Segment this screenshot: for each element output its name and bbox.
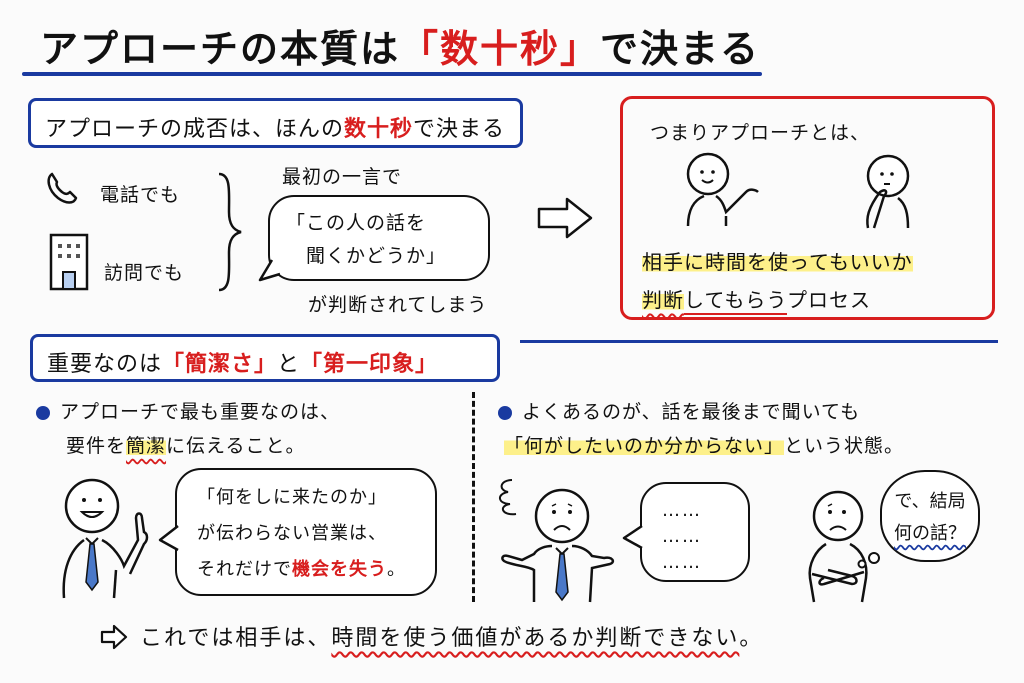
bubble-tail [622,524,643,550]
first-words-label: 最初の一言で [282,166,403,188]
bubble-tail [258,259,281,282]
unclear-intent-text: 「何がしたいのか分からない」 [504,435,785,457]
section1-heading: アプローチの成否は、ほんの数十秒で決まる [28,98,523,148]
conclusion-line2: 判断してもらうプロセス [642,284,871,313]
bubble-line: 「この人の話を [286,212,427,234]
section2-heading: 重要なのは「簡潔さ」と「第一印象」 [30,334,500,382]
highlighted-text: 相手に時間を使ってもいいか [642,250,913,274]
channel-phone-label: 電話でも [100,184,181,206]
point-text: よくあるのが、話を最後まで聞いても [522,401,861,423]
listener-arms-crossed-icon [808,490,868,603]
thought-bubble: で、結局 何の話？ [880,470,980,562]
bubble-line: が伝わらない営業は、 [197,523,387,544]
right-point-line1: よくあるのが、話を最後まで聞いても [498,397,860,424]
speech-bubble-listen: 「この人の話を 聞くかどうか」 [268,195,490,281]
bullet-dot-icon [498,405,512,420]
conclusion-intro: つまりアプローチとは、 [650,122,871,144]
thought-bubble-dots [857,552,880,569]
judged-label: が判断されてしまう [308,294,488,316]
heading-text: アプローチの成否は、ほんの [45,117,345,142]
point-text: という状態。 [784,435,905,457]
left-point-line2: 要件を簡潔に伝えること。 [66,431,305,458]
conclusion-box [620,96,995,320]
bubble-line: 「何をしに来たのか」 [197,487,387,508]
bullet-dot-icon [36,405,50,420]
column-divider [472,392,475,602]
point-text: 要件を [66,435,127,457]
title-text-end: で決まる [600,27,761,71]
have-them-text: してもらう [684,288,787,312]
point-text: に伝えること。 [166,435,306,457]
lose-opportunity-text: 機会を失う [292,559,387,580]
heading-text-and: と [277,352,301,377]
brevity-text: 簡潔 [126,435,167,457]
point-text: アプローチで最も重要なのは、 [60,401,341,423]
bottom-underlined-text: 時間を使う価値があるか判断できない [331,626,740,651]
process-text: プロセス [787,288,871,312]
right-arrow-small-icon [100,624,128,650]
ellipsis-line: …… [662,500,702,521]
channel-visit-label: 訪問でも [104,262,185,284]
heading-text: 重要なのは [47,352,163,377]
speech-bubble-ellipsis: …… …… …… [640,482,750,582]
ellipsis-line: …… [662,552,702,573]
bubble-line: 聞くかどうか」 [306,245,447,267]
confused-salesperson-icon [499,479,615,603]
heading-highlight-brevity: 「簡潔さ」 [162,352,278,377]
thought-question: 何の話？ [894,523,966,544]
bubble-line-end: 。 [387,559,406,580]
right-arrow-icon [537,197,593,239]
conclusion-line1: 相手に時間を使ってもいいか [642,246,913,275]
right-brace-icon [218,172,242,292]
ellipsis-line: …… [662,526,702,547]
person-presenting-icon [686,152,759,227]
speech-bubble-purpose: 「何をしに来たのか」 が伝わらない営業は、 それだけで機会を失う。 [175,468,437,596]
person-thinking-icon [866,154,910,229]
building-icon [49,233,89,291]
bottom-text: これでは相手は、 [140,626,332,651]
bottom-text-end: 。 [739,626,764,651]
left-point-line1: アプローチで最も重要なのは、 [36,397,340,424]
heading-highlight-first-impression: 「第一印象」 [300,352,439,377]
bubble-tail [158,525,179,552]
judge-text: 判断 [642,288,684,312]
bottom-conclusion: これでは相手は、時間を使う価値があるか判断できない。 [140,620,763,652]
salesperson-pointing-icon [62,478,149,599]
bubble-line: それだけで [197,559,292,580]
phone-icon [47,172,78,204]
heading-highlight: 数十秒 [344,117,414,142]
right-point-line2: 「何がしたいのか分からない」という状態。 [504,431,904,458]
section2-rule [520,340,998,343]
title-text: アプローチの本質は [40,27,401,71]
title-underline [22,72,762,76]
thought-line: で、結局 [894,491,966,512]
title-highlight: 「数十秒」 [400,27,601,71]
heading-text-end: で決まる [413,117,506,142]
page-title: アプローチの本質は「数十秒」で決まる [40,18,760,73]
